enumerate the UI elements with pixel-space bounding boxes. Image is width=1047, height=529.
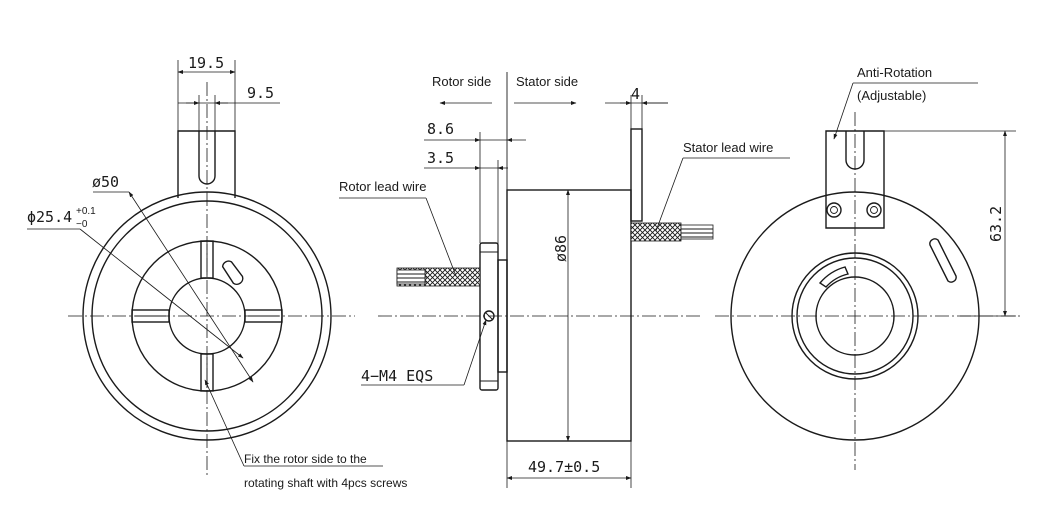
note-line-2: rotating shaft with 4pcs screws <box>244 476 407 490</box>
tab-screw-right-icon <box>866 202 882 218</box>
back-bore <box>815 276 895 356</box>
back-curved-slot <box>929 238 957 283</box>
stator-lead-wire <box>630 222 682 242</box>
note-line-1: Fix the rotor side to the <box>244 452 367 466</box>
back-hub-outer <box>791 252 919 380</box>
dim-4-text: 4 <box>631 85 640 103</box>
rotor-side-label: Rotor side <box>432 74 491 89</box>
anti-rotation-leader <box>833 82 854 140</box>
dim-3-5-text: 3.5 <box>427 149 454 167</box>
stator-side-label: Stator side <box>516 74 578 89</box>
dim-bore-text: ϕ25.4 <box>27 208 72 226</box>
side-housing <box>506 189 632 442</box>
dim-diameter-86-text: ø86 <box>552 235 570 262</box>
rotor-lead-wire-label: Rotor lead wire <box>339 179 426 194</box>
side-view: Rotor side Stator side <box>339 72 790 488</box>
front-view: 19.5 9.5 ø50 ϕ25.4 +0.1 −0 Fix the rotor… <box>27 54 407 490</box>
dim-bore-tol-lower: −0 <box>76 219 88 230</box>
dim-8-6-text: 8.6 <box>427 120 454 138</box>
side-rotor-hub <box>497 259 508 373</box>
front-mounting-tab <box>177 130 236 198</box>
back-hub-inner <box>796 257 914 375</box>
screw-spec-leader <box>463 319 487 386</box>
dim-9-5-text: 9.5 <box>247 84 274 102</box>
dim-diameter-50-text: ø50 <box>92 173 119 191</box>
dim-diameter-50-line <box>128 191 254 383</box>
screw-icon <box>483 310 495 322</box>
stator-lead-leader <box>655 157 684 232</box>
dim-19-5-text: 19.5 <box>188 54 224 72</box>
anti-rotation-label: Anti-Rotation <box>857 65 932 80</box>
tab-screw-left-icon <box>826 202 842 218</box>
adjustable-label: (Adjustable) <box>857 88 926 103</box>
dim-bore-line <box>79 228 244 359</box>
back-bore-key <box>818 266 849 288</box>
stator-lead-wire-label: Stator lead wire <box>683 140 773 155</box>
side-stator-tab <box>630 128 643 222</box>
back-view: Anti-Rotation (Adjustable) 63.2 <box>715 65 1020 470</box>
rotor-lead-leader <box>425 197 457 277</box>
dim-length-text: 49.7±0.5 <box>528 458 600 476</box>
screw-spec-text: 4−M4 EQS <box>361 367 433 385</box>
dim-bore-tol-upper: +0.1 <box>76 206 96 217</box>
dim-height-text: 63.2 <box>987 206 1005 242</box>
note-leader <box>204 379 245 467</box>
anti-rotation-slot <box>845 131 865 170</box>
front-tab-slot <box>198 131 216 185</box>
